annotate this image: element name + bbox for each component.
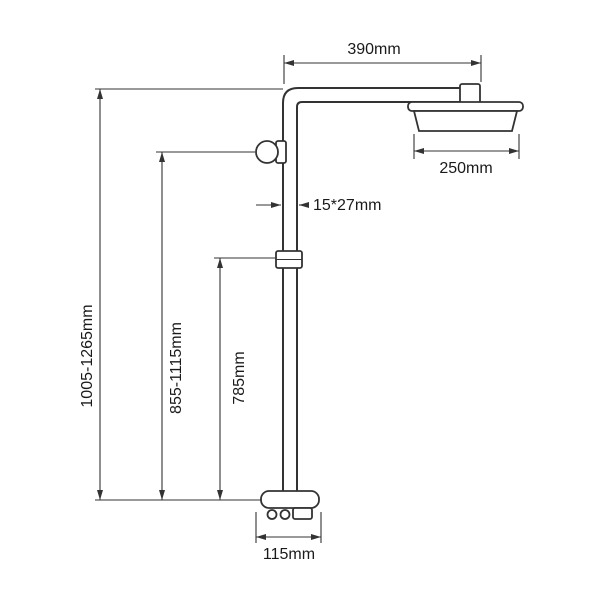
label-top-width: 390mm — [347, 41, 400, 58]
bottom-bracket — [260, 490, 320, 509]
diverter-knob-left — [266, 509, 278, 520]
slider-collar — [275, 250, 303, 269]
wall-bracket-flange — [255, 140, 279, 164]
dim-head-width: 250mm — [413, 134, 520, 177]
label-slider-height: 785mm — [231, 351, 248, 404]
dim-pipe-profile: 15*27mm — [256, 197, 381, 214]
label-bracket-height: 855-1115mm — [168, 322, 185, 414]
dim-slider-height: 785mm — [214, 257, 276, 500]
shower-fixture — [255, 83, 524, 520]
label-overall-height: 1005-1265mm — [79, 304, 96, 407]
outlet-stub — [292, 507, 313, 520]
dim-base-width: 115mm — [255, 512, 322, 563]
diverter-knob-right — [279, 509, 291, 520]
label-head-width: 250mm — [439, 160, 492, 177]
label-pipe-profile: 15*27mm — [313, 197, 381, 214]
riser-pipe-inner-edge — [296, 101, 461, 492]
dim-overall-height: 1005-1265mm — [79, 88, 283, 500]
dim-top-width: 390mm — [283, 41, 482, 84]
head-connector-nut — [459, 83, 481, 104]
dim-bracket-height: 855-1115mm — [156, 151, 255, 500]
shower-head-spray-face — [412, 110, 519, 132]
label-base-width: 115mm — [263, 546, 315, 563]
shower-head-plate — [407, 101, 524, 112]
bottom-bracket-assembly — [260, 490, 320, 520]
riser-pipe-outer-edge — [282, 87, 472, 492]
wall-bracket — [255, 140, 287, 164]
